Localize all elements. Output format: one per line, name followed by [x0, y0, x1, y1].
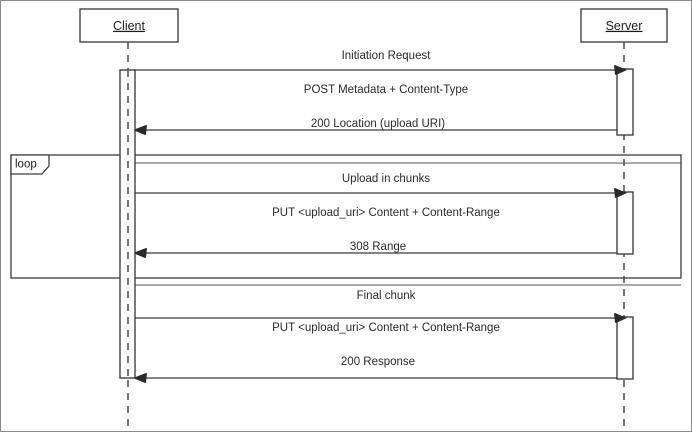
message-label-200-response: 200 Response [341, 356, 415, 368]
fragment-loop-tab [10, 154, 50, 175]
message-caption-upload-in-chunks: Upload in chunks [342, 173, 430, 185]
arrowhead-put-chunk-top [615, 188, 627, 198]
arrowhead-308-range-top [134, 248, 147, 258]
arrowhead-200-response-top [134, 373, 147, 383]
participant-box-server[interactable] [580, 8, 668, 43]
arrowhead-put-final-top [615, 313, 627, 323]
arrowhead-200-location-top [134, 125, 147, 135]
message-label-308-range: 308 Range [350, 241, 406, 253]
activation-bar-server-chunk[interactable] [616, 191, 634, 255]
participant-label-server: Server [606, 19, 643, 33]
participant-label-client: Client [113, 19, 145, 33]
fragment-loop-frame[interactable] [10, 154, 682, 279]
arrowhead-post-metadata-top [615, 65, 627, 75]
message-label-200-location: 200 Location (upload URI) [311, 118, 445, 130]
message-caption-initiation-request: Initiation Request [342, 50, 432, 62]
message-label-put-final: PUT <upload_uri> Content + Content-Range [272, 322, 500, 334]
message-label-post-metadata: POST Metadata + Content-Type [304, 84, 468, 96]
message-caption-final-chunk: Final chunk [357, 290, 416, 302]
activation-bar-server-final[interactable] [616, 316, 634, 380]
participant-box-client[interactable] [79, 8, 179, 43]
message-label-put-chunk: PUT <upload_uri> Content + Content-Range [272, 207, 500, 219]
fragment-loop-label: loop [15, 159, 37, 171]
activation-bar-server-initiation[interactable] [616, 68, 634, 136]
